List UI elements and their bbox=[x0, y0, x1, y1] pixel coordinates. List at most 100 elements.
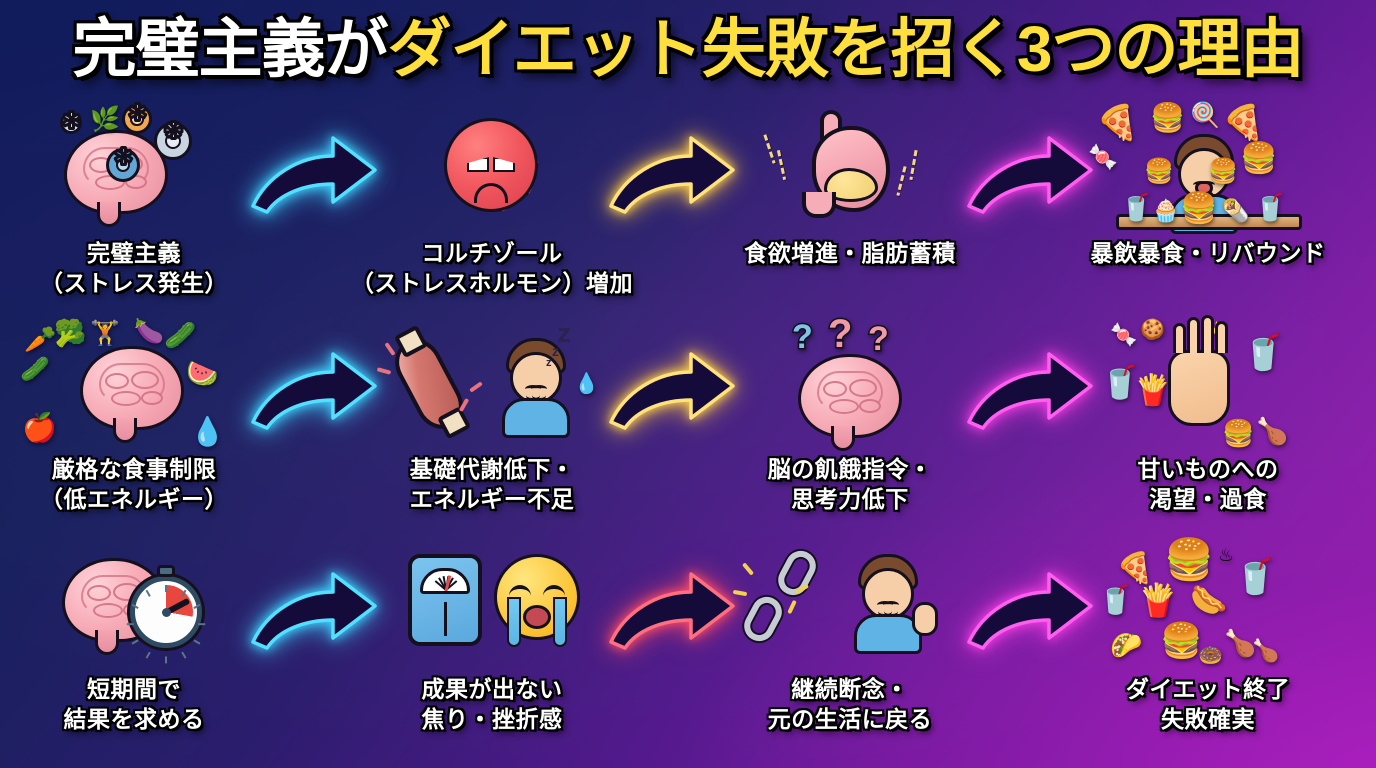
carrot-icon: 🥕 bbox=[24, 324, 57, 354]
arrow-shape bbox=[251, 136, 377, 214]
soda-cup-icon: 🥤 bbox=[1120, 192, 1153, 222]
broccoli-icon: 🥦 bbox=[54, 318, 87, 348]
title-yellow-segment: ダイエット失敗を招く3つの理由 bbox=[387, 13, 1305, 85]
burger-icon: 🍔 bbox=[1144, 158, 1174, 185]
burger-icon: 🍔 bbox=[1180, 192, 1218, 225]
flow-node-low-metabolism: Z z z 💧 基礎代謝低下・ エネルギー不足 bbox=[358, 320, 626, 515]
arrow-cyan bbox=[251, 540, 377, 654]
question-mark-icon: ? bbox=[826, 311, 853, 358]
milkshake-icon: 🥤 bbox=[1098, 584, 1133, 615]
cupcake-icon: 🧁 bbox=[1152, 198, 1180, 223]
flow-node-caption: 暴飲暴食・リバウンド bbox=[1090, 240, 1326, 266]
fried-chicken-icon: 🍗 bbox=[1224, 628, 1257, 658]
taco-icon: 🌮 bbox=[1110, 630, 1143, 660]
flow-row-stress: 🌿 完璧主義 （ストレス発生） bbox=[0, 102, 1376, 320]
arrow-shape bbox=[967, 572, 1093, 650]
arrow-magenta bbox=[967, 104, 1093, 218]
flow-node-no-results: 成果が出ない 焦り・挫折感 bbox=[358, 540, 626, 735]
arrow-shape bbox=[967, 352, 1093, 430]
leaf-icon: 🌿 bbox=[90, 106, 120, 133]
junk-food-pile-icon: 🍔 🍕 ♨ 🥤 🍟 🌭 🥤 🍔 🍗 🌮 🍩 🍗 bbox=[1082, 540, 1334, 668]
arrow-red bbox=[609, 540, 735, 654]
eggplant-icon: 🍆 bbox=[134, 318, 164, 345]
pizza-icon: 🍕 bbox=[1116, 552, 1154, 585]
arrow-shape bbox=[251, 352, 377, 430]
arrow-gold bbox=[609, 104, 735, 218]
pizza-icon: 🍕 bbox=[1096, 104, 1139, 142]
broken-chain-and-sad-person-icon bbox=[724, 540, 976, 668]
fried-chicken-icon: 🍗 bbox=[1252, 638, 1280, 663]
flow-row-restriction: 🥕 🥦 🏋 🍆 🥒 🥒 🍉 🍎 💧 厳格な食事制限 （低エネルギー） bbox=[0, 311, 1376, 536]
soda-cup-icon: 🥤 bbox=[1254, 192, 1287, 222]
hand-reaching-junk-food-icon: 🍬 🍪 ✨ 🥤 🥤 🍟 🍔 🍗 bbox=[1082, 315, 1334, 448]
flow-node-caption: 完璧主義 （ストレス発生） bbox=[40, 240, 228, 297]
arrow-gold bbox=[609, 320, 735, 434]
apple-icon: 🍎 bbox=[22, 412, 57, 443]
water-bottle-icon: 💧 bbox=[190, 416, 225, 447]
cookie-icon: 🍪 bbox=[1140, 319, 1165, 341]
arrow-cyan bbox=[251, 320, 377, 434]
burger-icon: 🍔 bbox=[1150, 102, 1185, 133]
sleep-zzz-icon: z bbox=[546, 357, 552, 369]
cucumber-icon: 🥒 bbox=[164, 320, 197, 350]
flow-node-appetite-fat: 食欲増進・脂肪蓄積 bbox=[716, 104, 984, 268]
question-mark-icon: ? bbox=[791, 317, 815, 358]
soda-cup-icon: 🥤 bbox=[1100, 364, 1140, 400]
burger-icon: 🍔 bbox=[1222, 418, 1255, 448]
arrow-shape bbox=[967, 136, 1093, 214]
page-title: 完璧主義がダイエット失敗を招く3つの理由 bbox=[72, 13, 1305, 85]
flow-node-give-up: 継続断念・ 元の生活に戻る bbox=[716, 540, 984, 735]
flow-node-caption: 継続断念・ 元の生活に戻る bbox=[767, 676, 933, 733]
flow-node-caption: 基礎代謝低下・ エネルギー不足 bbox=[409, 456, 575, 513]
fries-icon: 🍟 bbox=[1138, 582, 1178, 618]
cucumber-icon: 🥒 bbox=[20, 356, 50, 383]
question-mark-icon: ? bbox=[867, 319, 891, 360]
flow-node-caption: 成果が出ない 焦り・挫折感 bbox=[421, 676, 563, 733]
burger-icon: 🍔 bbox=[1164, 538, 1214, 582]
sleep-zzz-icon: z bbox=[552, 343, 559, 359]
flow-node-caption: 短期間で 結果を求める bbox=[63, 676, 205, 733]
steam-icon: ♨ bbox=[1218, 545, 1235, 565]
flow-row-impatience: 短期間で 結果を求める bbox=[0, 540, 1376, 756]
angry-virus-hormone-icon bbox=[366, 104, 618, 232]
flow-node-caption: コルチゾール （ストレスホルモン）増加 bbox=[351, 240, 633, 297]
title-container: 完璧主義がダイエット失敗を招く3つの理由 bbox=[0, 13, 1376, 85]
sleep-zzz-icon: Z bbox=[558, 325, 571, 347]
title-white-segment: 完璧主義が bbox=[72, 13, 389, 85]
watermelon-icon: 🍉 bbox=[186, 358, 219, 388]
flow-node-diet-failed: 🍔 🍕 ♨ 🥤 🍟 🌭 🥤 🍔 🍗 🌮 🍩 🍗 ダイエット終了 失敗確実 bbox=[1074, 540, 1342, 735]
arrow-magenta bbox=[967, 540, 1093, 654]
flow-node-short-term: 短期間で 結果を求める bbox=[0, 540, 268, 735]
burger-icon: 🍔 bbox=[1240, 142, 1278, 175]
flow-node-caption: 食欲増進・脂肪蓄積 bbox=[744, 240, 956, 266]
flow-node-strict-diet: 🥕 🥦 🏋 🍆 🥒 🥒 🍉 🍎 💧 厳格な食事制限 （低エネルギー） bbox=[0, 320, 268, 515]
pizza-icon: 🍕 bbox=[1222, 104, 1265, 142]
brain-with-stopwatch-icon bbox=[8, 540, 260, 668]
burger-icon: 🍔 bbox=[1208, 158, 1238, 185]
candy-icon: 🍬 bbox=[1110, 322, 1138, 347]
flow-node-binge-rebound: 🍕 🍔 🍭 🍕 🍬 🍔 bbox=[1074, 104, 1342, 268]
soda-cup-icon: 🥤 bbox=[1234, 558, 1277, 596]
flow-node-caption: 甘いものへの 渇望・過食 bbox=[1137, 456, 1279, 513]
flow-node-caption: 脳の飢餓指令・ 思考力低下 bbox=[767, 456, 933, 513]
donut-icon: 🍩 bbox=[1198, 645, 1223, 667]
binge-eating-person-icon: 🍕 🍔 🍭 🍕 🍬 🍔 bbox=[1082, 102, 1334, 234]
table-surface bbox=[1116, 214, 1302, 230]
flow-node-caption: ダイエット終了 失敗確実 bbox=[1125, 676, 1291, 733]
fried-chicken-icon: 🍗 bbox=[1256, 416, 1289, 446]
burrito-icon: 🌯 bbox=[1222, 198, 1250, 223]
arrow-shape bbox=[609, 136, 735, 214]
scale-and-crying-face-icon bbox=[366, 540, 618, 668]
arrow-magenta bbox=[967, 320, 1093, 434]
arrow-shape bbox=[251, 572, 377, 650]
flow-node-cortisol: コルチゾール （ストレスホルモン）増加 bbox=[351, 104, 633, 299]
sweat-drop-icon: 💧 bbox=[574, 373, 599, 395]
lollipop-icon: 🍭 bbox=[1190, 102, 1220, 129]
burger-icon: 🍔 bbox=[1160, 622, 1203, 660]
flow-node-perfectionism: 🌿 完璧主義 （ストレス発生） bbox=[0, 102, 268, 299]
fries-icon: 🍟 bbox=[1134, 374, 1172, 407]
brain-with-healthy-food-icon: 🥕 🥦 🏋 🍆 🥒 🥒 🍉 🍎 💧 bbox=[8, 320, 260, 448]
flow-node-sugar-craving: 🍬 🍪 ✨ 🥤 🥤 🍟 🍔 🍗 甘いものへの 渇望・過食 bbox=[1074, 315, 1342, 515]
soda-cup-icon: 🥤 bbox=[1242, 334, 1285, 372]
